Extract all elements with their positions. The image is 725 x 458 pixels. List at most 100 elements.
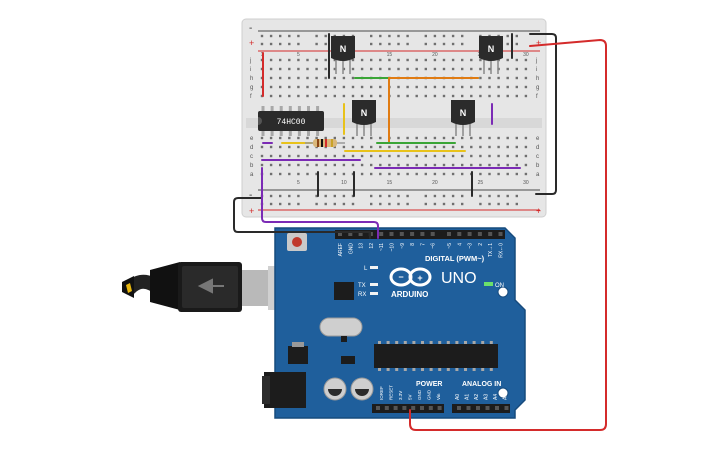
rail-plus-label-top: + <box>249 38 254 48</box>
digital-pin-label: ~10 <box>390 243 396 252</box>
digital-pin-label: 12 <box>369 243 375 249</box>
analog-header <box>452 404 510 413</box>
row-letter: f <box>250 94 252 100</box>
row-letter: e <box>536 136 540 142</box>
digital-pin-label: AREF <box>338 243 344 256</box>
row-letter: e <box>250 136 254 142</box>
led-rx-label: RX <box>358 292 366 298</box>
row-letter: f <box>536 94 538 100</box>
red-wire-5v <box>409 39 607 431</box>
black-wire-gnd-rail-right <box>529 33 557 195</box>
transistor-label: N <box>460 108 467 118</box>
transistor-label: N <box>361 108 368 118</box>
row-letter: g <box>250 85 253 91</box>
brand-label: ARDUINO <box>391 290 428 299</box>
on-label: ON <box>495 283 504 289</box>
usb-cable <box>122 262 278 312</box>
row-letter: d <box>250 145 253 151</box>
analog-pin-label: A3 <box>484 394 490 400</box>
transistor-3: N <box>352 100 376 136</box>
digital-pin-label: ~5 <box>447 243 453 249</box>
transistor-label: N <box>488 44 495 54</box>
column-number: 15 <box>387 180 393 186</box>
row-letter: g <box>536 85 539 91</box>
row-letter: c <box>536 154 539 160</box>
chip-74hc00: 74HC00 <box>258 106 324 136</box>
led-tx-label: TX <box>358 283 366 289</box>
digital-pin-label: ~11 <box>379 243 385 251</box>
digital-pin-label: 13 <box>359 243 365 249</box>
transistor-1: N <box>331 36 355 74</box>
column-number: 15 <box>387 52 393 58</box>
atmega-chip <box>374 344 498 368</box>
analog-pin-label: A0 <box>455 394 461 400</box>
power-pin-label: GND <box>427 389 432 400</box>
dc-jack <box>264 372 306 408</box>
row-letter: b <box>250 163 254 169</box>
digital-pin-label: GND <box>348 243 354 255</box>
row-letter: d <box>536 145 539 151</box>
row-letter: i <box>536 67 537 73</box>
column-number: 30 <box>523 180 529 186</box>
column-number: 20 <box>432 180 438 186</box>
digital-pin-label: TX→1 <box>488 243 494 257</box>
purple-wire-signal <box>261 167 379 239</box>
power-pin-label: 5V <box>408 394 413 400</box>
analog-pin-label: A5 <box>503 394 509 400</box>
transistor-2: N <box>479 36 503 74</box>
row-letter: j <box>249 58 251 64</box>
row-letter: c <box>250 154 253 160</box>
row-letter: a <box>250 172 254 178</box>
row-letter: a <box>536 172 540 178</box>
power-pin-label: IOREF <box>379 386 384 400</box>
analog-label: ANALOG IN <box>462 381 501 388</box>
rail-minus-label-top: - <box>249 23 252 34</box>
column-number: 10 <box>341 180 347 186</box>
external-wires <box>233 33 607 431</box>
transistor-4: N <box>451 100 475 136</box>
analog-pin-label: A4 <box>493 394 499 400</box>
power-pin-label: GND <box>417 389 422 400</box>
column-number: 5 <box>297 52 300 58</box>
power-label: POWER <box>416 381 442 388</box>
row-letter: b <box>536 163 540 169</box>
column-number: 30 <box>523 52 529 58</box>
svg-text:−: − <box>398 272 403 282</box>
column-number: 25 <box>478 180 484 186</box>
digital-pin-label: RX←0 <box>499 243 505 258</box>
chip-label: 74HC00 <box>277 118 306 127</box>
analog-pin-label: A1 <box>465 394 471 400</box>
rail-plus-label-right-bottom: + <box>536 206 541 216</box>
black-wire-gnd-arduino <box>233 197 371 239</box>
digital-pin-label: 8 <box>410 243 416 246</box>
digital-pin-label: ~9 <box>400 243 406 249</box>
led-l-label: L <box>364 266 368 272</box>
rail-minus-label-bottom: - <box>249 190 252 201</box>
rail-plus-label-bottom: + <box>249 206 254 216</box>
power-pin-label: 3.3V <box>398 391 403 400</box>
power-pin-label: Vin <box>436 393 441 400</box>
digital-pin-label: 2 <box>478 243 484 246</box>
digital-pin-label: 7 <box>420 243 426 246</box>
arduino-logo: − + <box>389 267 432 287</box>
svg-text:+: + <box>417 273 422 283</box>
column-number: 20 <box>432 52 438 58</box>
row-letter: h <box>536 76 539 82</box>
arduino-uno: AREF GND 13 12 ~11 ~10 ~9 8 7 ~6 ~5 4 ~3 2 TX→1 RX←0 DI… <box>262 227 526 419</box>
model-label: UNO <box>441 270 477 287</box>
power-header <box>372 404 444 413</box>
rail-plus-label-right-top: + <box>536 38 541 48</box>
row-letter: j <box>535 58 537 64</box>
digital-pin-label: ~3 <box>468 243 474 249</box>
digital-header <box>335 230 505 239</box>
row-letter: h <box>250 76 253 82</box>
resistor <box>305 139 345 147</box>
analog-pin-label: A2 <box>474 394 480 400</box>
column-number: 5 <box>297 180 300 186</box>
digital-pin-label: ~6 <box>431 243 437 249</box>
power-pin-label: RESET <box>389 385 394 400</box>
digital-pin-label: 4 <box>457 243 463 246</box>
digital-label: DIGITAL (PWM~) <box>425 254 485 263</box>
row-letter: i <box>250 67 251 73</box>
